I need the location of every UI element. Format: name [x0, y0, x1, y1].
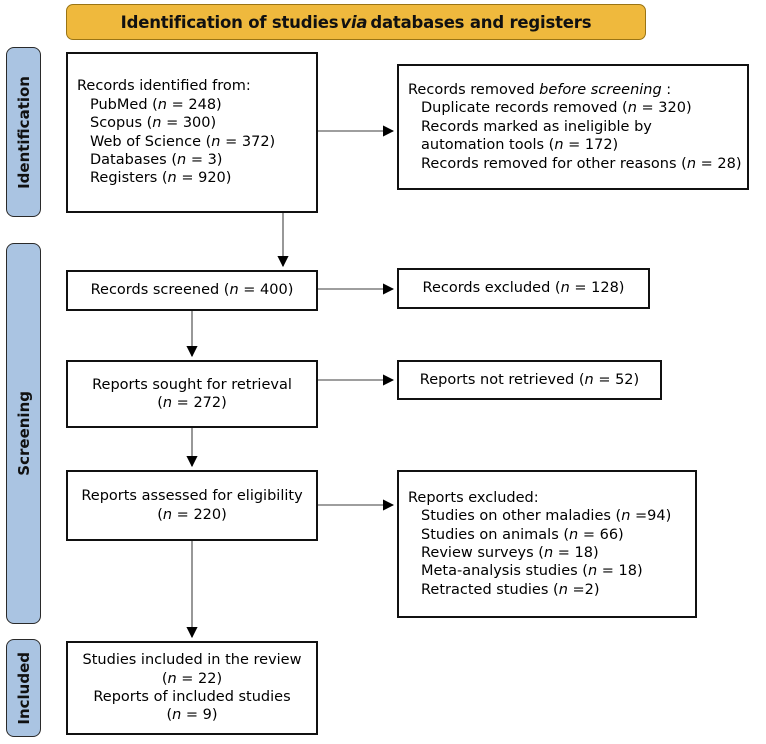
studies-included-line: (n = 22) [161, 670, 223, 687]
diagram-title-suffix: databases and registers [370, 12, 592, 32]
records-identified-line: Registers (n = 920) [90, 170, 232, 187]
records-excluded-line: Records excluded (n = 128) [422, 280, 625, 297]
reports-excluded-title: Reports excluded: [408, 489, 539, 506]
stage-label-identification-text: Identification [14, 75, 33, 189]
box-reports-not-retrieved: Reports not retrieved (n = 52) [397, 360, 662, 400]
records-screened-line: Records screened (n = 400) [90, 282, 294, 299]
stage-label-identification: Identification [6, 47, 41, 217]
records-removed-title-prefix: Records removed [408, 81, 540, 98]
studies-included-line: (n = 9) [166, 707, 218, 724]
reports-sought-line: (n = 272) [157, 395, 227, 411]
stage-label-included: Included [6, 639, 41, 737]
box-reports-assessed-for-eligibility: Reports assessed for eligibility (n = 22… [66, 470, 318, 541]
reports-sought-line: Reports sought for retrieval [92, 376, 292, 393]
reports-excluded-line: Meta-analysis studies (n = 18) [421, 563, 643, 580]
reports-excluded-line: Retracted studies (n =2) [421, 581, 600, 598]
records-identified-line: PubMed (n = 248) [90, 96, 222, 113]
records-removed-line: Records marked as ineligible by automati… [421, 118, 652, 154]
reports-assessed-line: Reports assessed for eligibility [81, 488, 303, 505]
records-identified-title: Records identified from: [77, 78, 251, 95]
studies-included-line: Reports of included studies [93, 689, 291, 705]
studies-included-line: Studies included in the review [82, 652, 302, 669]
box-reports-excluded: Reports excluded: Studies on other malad… [397, 470, 697, 618]
stage-label-screening-text: Screening [14, 391, 33, 476]
box-records-excluded: Records excluded (n = 128) [397, 268, 650, 309]
box-records-identified: Records identified from: PubMed (n = 248… [66, 52, 318, 213]
box-records-screened: Records screened (n = 400) [66, 270, 318, 311]
box-studies-included: Studies included in the review (n = 22) … [66, 641, 318, 735]
reports-not-retrieved-line: Reports not retrieved (n = 52) [419, 371, 640, 388]
diagram-title-italic: via [340, 12, 368, 32]
records-removed-title-italic: before screening [539, 81, 662, 98]
diagram-title-banner: Identification of studies via databases … [66, 4, 646, 40]
box-records-removed-before-screening: Records removed before screening : Dupli… [397, 64, 749, 190]
records-identified-line: Scopus (n = 300) [90, 115, 217, 132]
stage-label-screening: Screening [6, 243, 41, 624]
records-removed-title: Records removed before screening : [408, 81, 738, 99]
reports-excluded-line: Studies on animals (n = 66) [421, 526, 624, 543]
stage-label-included-text: Included [14, 651, 33, 725]
records-identified-line: Web of Science (n = 372) [90, 133, 276, 150]
reports-excluded-line: Review surveys (n = 18) [421, 545, 599, 561]
box-reports-sought-for-retrieval: Reports sought for retrieval (n = 272) [66, 360, 318, 428]
records-removed-title-suffix: : [661, 81, 672, 98]
reports-assessed-line: (n = 220) [157, 506, 227, 523]
records-removed-line: Duplicate records removed (n = 320) [421, 100, 692, 117]
records-removed-line: Records removed for other reasons (n = 2… [421, 155, 742, 172]
diagram-title-prefix: Identification of studies [120, 12, 339, 32]
reports-excluded-line: Studies on other maladies (n =94) [421, 508, 672, 525]
records-identified-line: Databases (n = 3) [90, 151, 223, 168]
